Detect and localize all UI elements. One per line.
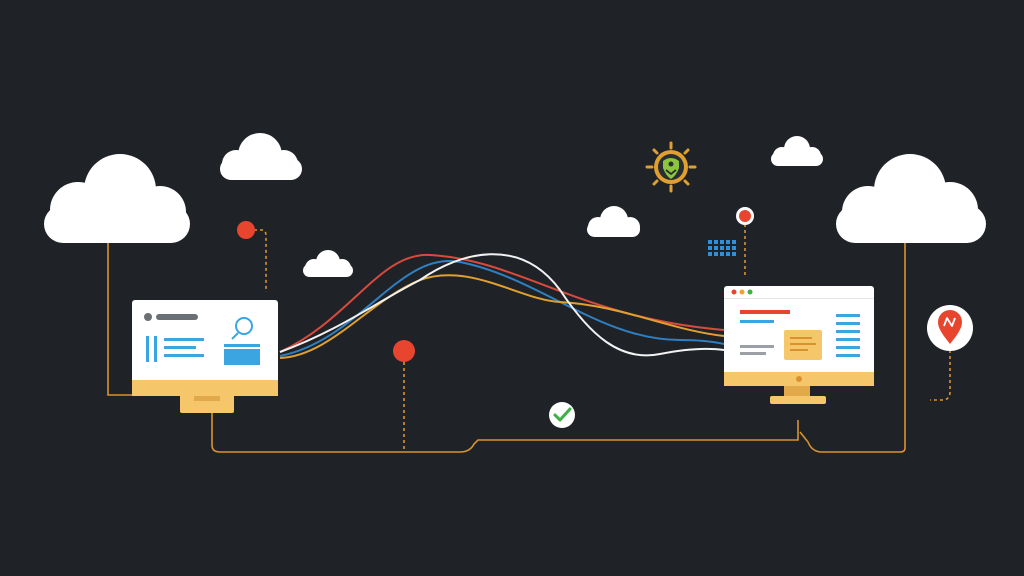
pin-stem bbox=[930, 350, 951, 401]
screen-title-bar bbox=[156, 314, 198, 320]
data-waves bbox=[279, 253, 725, 359]
monitor-screen bbox=[132, 300, 278, 396]
gear-shield-icon bbox=[645, 141, 697, 193]
screen-line bbox=[740, 345, 774, 348]
monitor-bezel bbox=[132, 380, 278, 396]
screen-panel bbox=[224, 349, 260, 365]
location-pin-icon bbox=[927, 305, 973, 351]
wave-orange bbox=[279, 274, 725, 359]
cloud-icon bbox=[44, 154, 190, 243]
node-dot-top-left bbox=[237, 221, 255, 239]
monitor-neck bbox=[194, 396, 220, 401]
power-dot bbox=[796, 376, 802, 382]
screen-line bbox=[836, 314, 860, 317]
screen-divider bbox=[724, 298, 874, 299]
bottom-bus-line bbox=[211, 413, 799, 453]
checkmark-icon bbox=[549, 402, 575, 428]
screen-line bbox=[164, 338, 204, 341]
screen-line bbox=[740, 352, 766, 355]
cloud-icon bbox=[220, 133, 302, 180]
node-dot-top-right bbox=[736, 207, 754, 225]
clouds bbox=[44, 133, 986, 277]
cloud-icon bbox=[587, 206, 640, 237]
wave-white bbox=[279, 253, 725, 357]
node-dot-center bbox=[393, 340, 415, 362]
screen-dot bbox=[144, 313, 152, 321]
screen-accent bbox=[146, 336, 149, 362]
monitor-foot bbox=[180, 405, 234, 413]
screen-line bbox=[836, 354, 860, 357]
screen-line bbox=[164, 354, 204, 357]
connector-lines bbox=[107, 224, 951, 453]
cloud-icon bbox=[771, 136, 823, 166]
screen-line bbox=[790, 349, 808, 351]
screen-line bbox=[790, 337, 812, 339]
monitor-foot bbox=[770, 396, 826, 404]
window-dot bbox=[747, 289, 753, 295]
right-monitor bbox=[724, 286, 874, 404]
magnifier-icon bbox=[231, 317, 253, 340]
left-monitor bbox=[132, 300, 278, 413]
screen-line bbox=[836, 330, 860, 333]
screen-accent bbox=[154, 336, 157, 362]
screen-line bbox=[164, 346, 196, 349]
window-dot bbox=[739, 289, 745, 295]
screen-line bbox=[836, 322, 860, 325]
screen-line bbox=[740, 320, 774, 323]
wave-blue bbox=[279, 259, 725, 357]
screen-line bbox=[790, 343, 816, 345]
window-dot bbox=[731, 289, 737, 295]
screen-line bbox=[224, 344, 260, 347]
screen-line bbox=[836, 346, 860, 349]
right-cloud-drop-line bbox=[799, 238, 906, 453]
cloud-icon bbox=[836, 154, 986, 243]
screen-line bbox=[836, 338, 860, 341]
top-left-node-stem bbox=[254, 229, 267, 292]
monitor-neck bbox=[784, 386, 810, 398]
screen-header bbox=[740, 310, 790, 314]
left-cloud-drop-line bbox=[107, 238, 132, 396]
dot-grid-icon bbox=[708, 240, 736, 256]
cloud-icon bbox=[303, 250, 353, 277]
